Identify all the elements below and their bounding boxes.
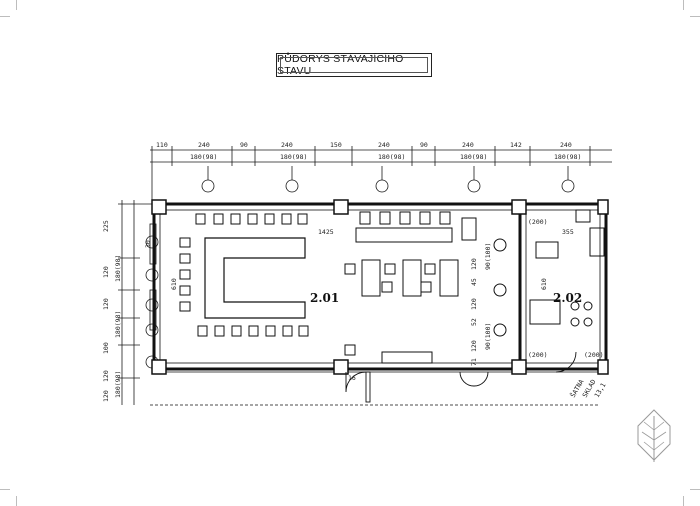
svg-text:240: 240 [198,141,210,149]
grid-axis-markers [145,166,575,369]
svg-text:71: 71 [470,358,478,366]
room-label-2-01: 2.01 [310,291,339,305]
svg-text:90(100): 90(100) [484,323,492,350]
svg-text:90: 90 [420,141,428,149]
svg-text:355: 355 [562,228,574,236]
door-swing-2 [555,351,577,373]
chairs-u [179,213,309,337]
walls [150,202,608,406]
svg-text:(200): (200) [528,218,548,226]
crop-mark-bl-v [16,496,17,506]
crop-mark-br-h [690,489,700,490]
svg-text:180(98): 180(98) [114,255,122,282]
svg-text:30: 30 [144,240,152,248]
door-swing-1 [345,371,367,393]
dim-ticks-top [151,146,591,200]
svg-text:110: 110 [156,141,168,149]
crop-mark-br-v [683,496,684,506]
svg-text:120: 120 [470,258,478,270]
svg-text:610: 610 [540,278,548,290]
svg-text:120: 120 [102,390,110,402]
left-dimension-labels: 225 120 180(98) 120 180(98) 100 120 180(… [102,220,122,402]
windows-left [149,223,157,331]
svg-text:52: 52 [470,318,478,326]
svg-text:90(100): 90(100) [484,243,492,270]
crop-mark-bl-h [0,489,10,490]
svg-text:(200): (200) [584,351,604,359]
svg-text:120: 120 [102,298,110,310]
tables-center [344,259,459,364]
svg-text:120: 120 [470,298,478,310]
outer-wall [152,202,608,371]
svg-text:1425: 1425 [318,228,334,236]
svg-text:90: 90 [240,141,248,149]
svg-text:150: 150 [330,141,342,149]
fixtures-circles [493,238,593,337]
svg-text:610: 610 [170,278,178,290]
svg-text:120: 120 [102,266,110,278]
crop-mark-tr-h [690,16,700,17]
svg-text:225: 225 [102,220,110,232]
door-double [459,371,489,387]
svg-text:180(98): 180(98) [554,153,581,161]
svg-text:180(98): 180(98) [280,153,307,161]
inner-wall-line [159,209,601,364]
desks-top [355,211,477,243]
svg-text:142: 142 [510,141,522,149]
leaf-logo-icon [637,409,671,462]
svg-text:180(98): 180(98) [114,371,122,398]
svg-text:180(98): 180(98) [378,153,405,161]
svg-text:180(98): 180(98) [460,153,487,161]
room-2-02-furniture [529,209,605,325]
svg-text:240: 240 [560,141,572,149]
svg-text:240: 240 [462,141,474,149]
doors [345,351,577,403]
svg-text:100: 100 [102,342,110,354]
top-dimension-labels: 110 240 90 240 150 240 90 240 142 240 18… [156,141,581,161]
crop-mark-tr-v [683,0,684,10]
drawing-title: PŮDORYS STÁVAJÍCÍHO STAVU [276,53,432,77]
svg-text:16: 16 [348,374,356,382]
svg-text:180(98): 180(98) [114,311,122,338]
svg-text:180(98): 180(98) [190,153,217,161]
svg-text:45: 45 [470,278,478,286]
svg-text:240: 240 [281,141,293,149]
crop-mark-tl-v [16,0,17,10]
svg-text:120: 120 [470,340,478,352]
u-table [204,237,306,319]
crop-mark-tl-h [0,16,10,17]
svg-text:(200): (200) [528,351,548,359]
room-label-2-02: 2.02 [553,291,582,305]
columns [151,199,609,375]
svg-text:120: 120 [102,370,110,382]
svg-text:240: 240 [378,141,390,149]
